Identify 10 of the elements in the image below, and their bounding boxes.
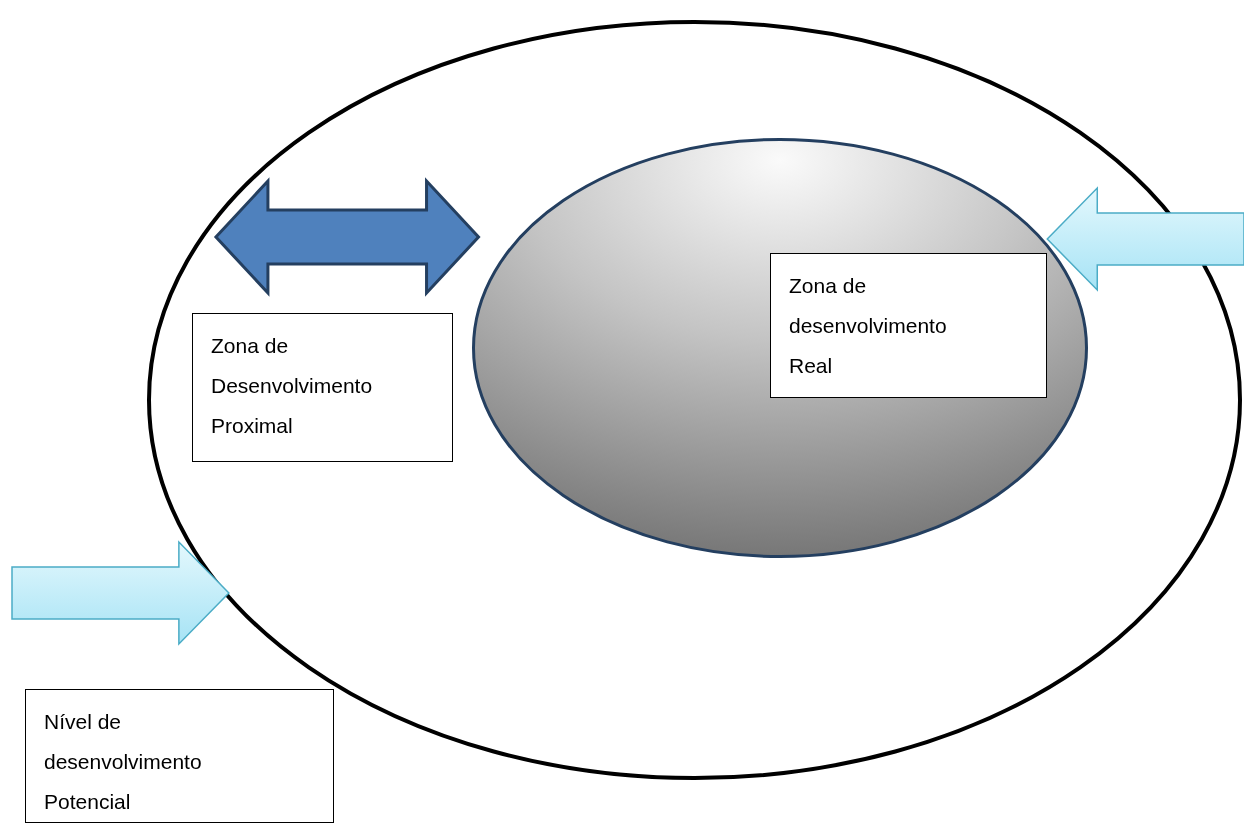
box-text: Zona de Desenvolvimento Proximal: [211, 333, 374, 439]
box-text: Nível de desenvolvimento Potencial: [44, 709, 203, 815]
block-arrow: [11, 540, 230, 646]
text-box: [25, 689, 334, 823]
box-text: Zona de desenvolvimento Real: [789, 273, 948, 379]
double-block-arrow: [213, 177, 481, 297]
text-box: [770, 253, 1047, 398]
text-box: [192, 313, 453, 462]
ellipse-shape: [472, 138, 1088, 558]
block-arrow: [1046, 186, 1244, 292]
